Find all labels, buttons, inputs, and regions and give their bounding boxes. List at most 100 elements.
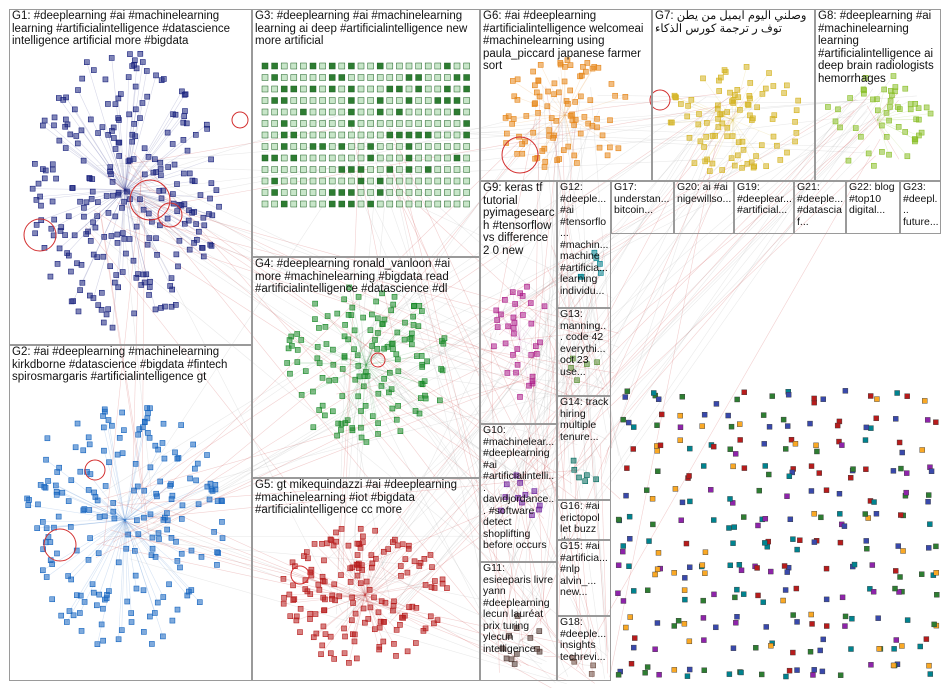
graph-node [761, 413, 766, 418]
graph-node [759, 672, 764, 677]
graph-node [766, 472, 771, 477]
graph-node [643, 670, 648, 675]
graph-node [631, 588, 636, 593]
group-cell-g11: G11: esieeparis livre yann #deeplearning… [480, 562, 557, 681]
graph-node [818, 515, 823, 520]
graph-node [835, 423, 840, 428]
graph-node [933, 420, 938, 425]
group-cell-g14: G14: track hiring multiple tenure... [557, 396, 611, 500]
graph-node [892, 646, 897, 651]
graph-node [782, 563, 787, 568]
graph-node [770, 394, 775, 399]
graph-node [682, 597, 687, 602]
graph-node [673, 486, 678, 491]
graph-node [621, 598, 626, 603]
graph-node [838, 673, 843, 678]
graph-node [810, 621, 815, 626]
group-cell-g12: G12: #deeple... #ai #tensorflo... #machi… [557, 181, 611, 308]
graph-node [809, 464, 814, 469]
graph-node [631, 446, 636, 451]
graph-node [742, 390, 747, 395]
graph-node [818, 648, 823, 653]
group-cell-g19: G19: #deeplear... #artificial... [734, 181, 794, 234]
graph-node [876, 616, 881, 621]
graph-node [657, 672, 662, 677]
group-cell-g18: G18: #deeple... insights techrevi... [557, 616, 611, 681]
graph-node [761, 600, 766, 605]
graph-node [624, 466, 629, 471]
graph-node [682, 621, 687, 626]
graph-node [762, 540, 767, 545]
graph-node [655, 567, 660, 572]
graph-node [627, 536, 632, 541]
graph-node [927, 522, 932, 527]
graph-node [864, 538, 869, 543]
graph-node [842, 524, 847, 529]
graph-node [621, 417, 626, 422]
graph-node [739, 670, 744, 675]
graph-node [734, 614, 739, 619]
graph-node [874, 511, 879, 516]
graph-node [624, 493, 629, 498]
graph-node [895, 391, 900, 396]
group-cell-g7: G7: وصلني اليوم ايميل من يطن توف ر ترجمة… [652, 9, 815, 181]
group-label-g21: G21: #deeple... #datasciaf... [797, 182, 844, 228]
graph-node [756, 593, 761, 598]
graph-node [891, 468, 896, 473]
group-cell-g17: G17: understan... bitcoin... [611, 181, 674, 234]
graph-node [739, 568, 744, 573]
graph-node [781, 598, 786, 603]
graph-node [872, 500, 877, 505]
graph-node [837, 511, 842, 516]
graph-node [616, 517, 621, 522]
graph-node [701, 615, 706, 620]
graph-node [897, 440, 902, 445]
graph-node [653, 647, 658, 652]
graph-node [892, 586, 897, 591]
graph-node [783, 446, 788, 451]
graph-node [728, 563, 733, 568]
graph-node [871, 589, 876, 594]
group-cell-g15: G15: #ai #artificia... #nlp alvin_... ne… [557, 540, 611, 616]
graph-node [793, 441, 798, 446]
graph-node [814, 449, 819, 454]
graph-node [702, 571, 707, 576]
graph-node [924, 637, 929, 642]
graph-node [905, 394, 910, 399]
group-label-g19: G19: #deeplear... #artificial... [737, 182, 792, 217]
graph-node [824, 597, 829, 602]
graph-node [781, 417, 786, 422]
graph-node [615, 591, 620, 596]
graph-node [737, 562, 742, 567]
group-cell-g6: G6: #ai #deeplearning #artificialintelli… [480, 9, 652, 181]
graph-node [870, 563, 875, 568]
graph-node [762, 441, 767, 446]
graph-node [656, 397, 661, 402]
graph-node [919, 572, 924, 577]
graph-node [687, 667, 692, 672]
graph-node [863, 467, 868, 472]
graph-node [812, 667, 817, 672]
group-label-g20: G20: ai #ai nigewillso... [677, 182, 732, 205]
graph-node [918, 644, 923, 649]
graph-node [678, 413, 683, 418]
group-label-g18: G18: #deeple... insights techrevi... [560, 617, 609, 663]
graph-node [840, 595, 845, 600]
graph-node [787, 668, 792, 673]
graph-node [898, 466, 903, 471]
graph-node [824, 624, 829, 629]
graph-node [702, 668, 707, 673]
group-label-g17: G17: understan... bitcoin... [614, 182, 672, 217]
graph-node [741, 592, 746, 597]
graph-node [900, 450, 905, 455]
graph-node [795, 668, 800, 673]
graph-node [863, 438, 868, 443]
graph-node [790, 650, 795, 655]
graph-node [809, 612, 814, 617]
graph-node [843, 614, 848, 619]
graph-node [700, 563, 705, 568]
graph-node [896, 544, 901, 549]
graph-node [891, 663, 896, 668]
graph-node [894, 638, 899, 643]
graph-node [812, 511, 817, 516]
